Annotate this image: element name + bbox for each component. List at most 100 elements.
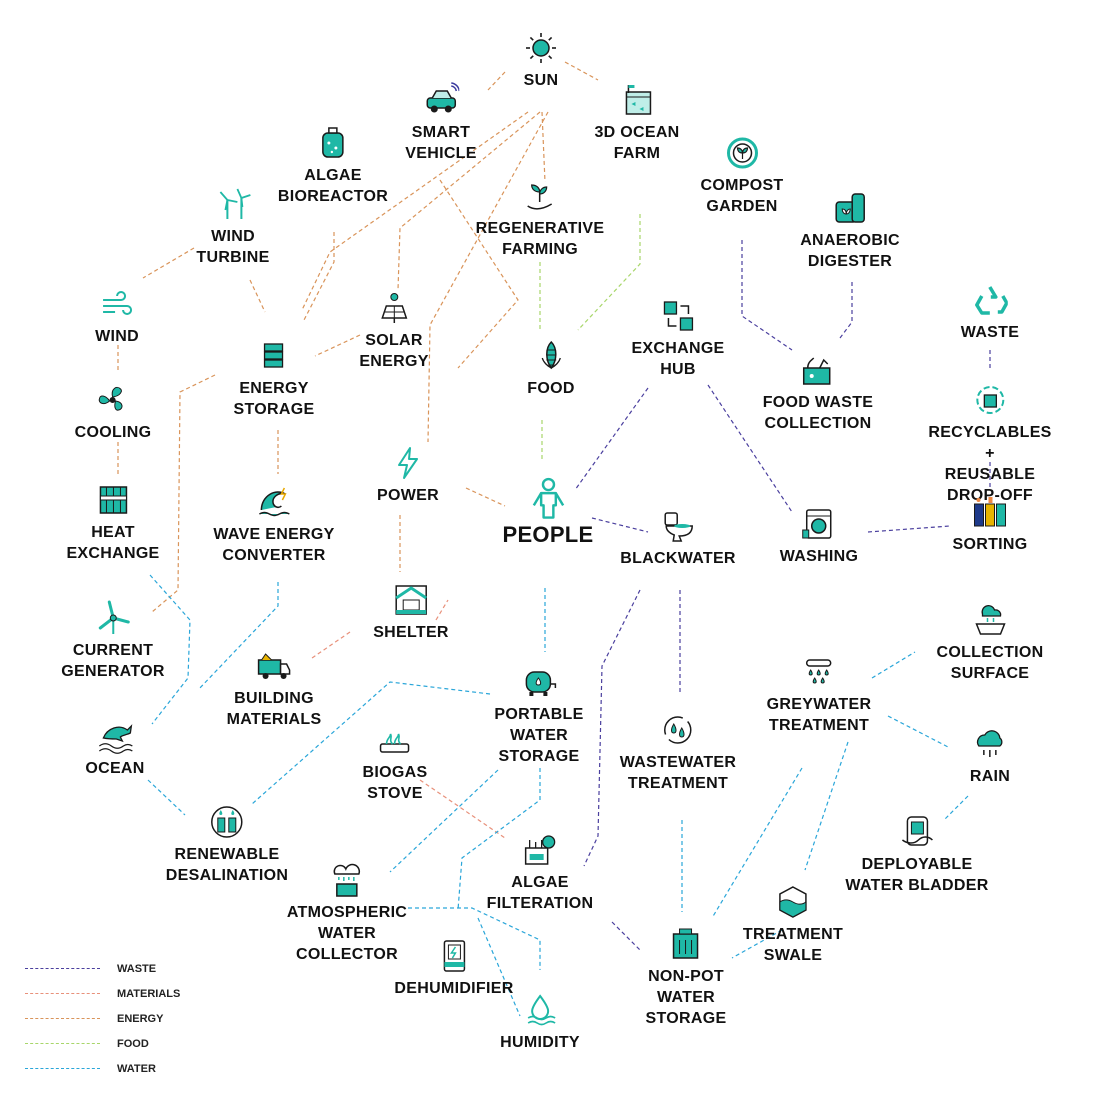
node-sun: SUN [523, 30, 559, 91]
node-nonpot: NON-POT WATER STORAGE [646, 926, 727, 1029]
node-label: SUN [523, 72, 559, 89]
node-solar: SOLAR ENERGY [359, 290, 428, 372]
humidity-icon [522, 992, 558, 1028]
node-label: ENERGY STORAGE [233, 380, 315, 418]
legend-item-water: WATER [25, 1056, 180, 1081]
energy-flow-line [564, 61, 599, 81]
wastewater-icon [660, 712, 696, 748]
node-label: EXCHANGE HUB [631, 340, 725, 378]
node-greywater: GREYWATER TREATMENT [767, 654, 872, 736]
collection-surface-icon [972, 602, 1008, 638]
waste-flow-line [867, 525, 951, 533]
legend-line-energy [25, 1018, 100, 1019]
energy-flow-line [151, 374, 216, 613]
node-power: POWER [377, 445, 439, 506]
energy-flow-line [142, 247, 195, 279]
lightning-icon [390, 445, 426, 481]
solar-panel-icon [376, 290, 412, 326]
node-compost-garden: COMPOST GARDEN [701, 135, 784, 217]
node-label: SHELTER [373, 624, 449, 641]
node-food: FOOD [527, 338, 574, 399]
waste-flow-line [583, 589, 641, 867]
wind-icon [99, 286, 135, 322]
node-label: GREYWATER TREATMENT [766, 696, 872, 734]
node-ocean: OCEAN [85, 718, 144, 779]
node-label: HUMIDITY [500, 1034, 580, 1051]
node-rain: RAIN [970, 726, 1010, 787]
energy-flow-line [314, 334, 361, 357]
node-waste: WASTE [961, 282, 1019, 343]
swale-icon [775, 884, 811, 920]
legend-item-materials: MATERIALS [25, 981, 180, 1006]
materials-flow-line [311, 631, 351, 659]
fan-icon [95, 382, 131, 418]
node-label: NON-POT WATER STORAGE [645, 968, 727, 1027]
node-humidity: HUMIDITY [500, 992, 580, 1053]
node-exchange-hub: EXCHANGE HUB [631, 298, 724, 380]
water-flow-line [477, 917, 521, 1017]
water-flow-line [251, 681, 491, 805]
node-label: TREATMENT SWALE [742, 926, 844, 964]
node-label: OCEAN [85, 760, 145, 777]
energy-flow-line [301, 111, 529, 311]
node-smart-vehicle: SMART VEHICLE [405, 82, 476, 164]
node-swale: TREATMENT SWALE [743, 884, 843, 966]
materials-flow-line [435, 599, 449, 621]
node-label: PEOPLE [502, 522, 594, 547]
bladder-icon [899, 814, 935, 850]
node-algae-filtration: ALGAE FILTERATION [487, 832, 594, 914]
node-regen-farming: REGENERATIVE FARMING [476, 178, 605, 260]
legend-label: FOOD [117, 1037, 149, 1050]
node-label: POWER [377, 487, 439, 504]
node-label: PORTABLE WATER STORAGE [494, 706, 584, 765]
water-flow-line [408, 907, 541, 970]
stove-icon [377, 722, 413, 758]
node-current-generator: CURRENT GENERATOR [61, 600, 164, 682]
node-label: RENEWABLE DESALINATION [165, 846, 289, 884]
water-flow-line [711, 767, 803, 919]
materials-flow-line [419, 779, 506, 839]
node-label: BIOGAS STOVE [362, 764, 428, 802]
water-flow-line [457, 768, 541, 911]
energy-flow-line [487, 71, 506, 91]
compost-icon [724, 135, 760, 171]
legend-line-water [25, 1068, 100, 1069]
greywater-icon [801, 654, 837, 690]
legend-item-food: FOOD [25, 1031, 180, 1056]
node-label: ALGAE FILTERATION [486, 874, 594, 912]
nonpot-tank-icon [668, 926, 704, 962]
water-flow-line [731, 929, 783, 959]
wave-icon [256, 484, 292, 520]
node-label: FOOD WASTE COLLECTION [762, 394, 874, 432]
algae-filter-icon [522, 832, 558, 868]
legend: WASTE MATERIALS ENERGY FOOD WATER [25, 956, 180, 1081]
node-label: COLLECTION SURFACE [936, 644, 1044, 682]
node-recyclables: RECYCLABLES + REUSABLE DROP-OFF [928, 382, 1051, 506]
node-wind: WIND [95, 286, 139, 347]
drop-off-icon [972, 382, 1008, 418]
water-flow-line [149, 574, 191, 725]
food-flow-line [577, 214, 641, 331]
tidal-turbine-icon [95, 600, 131, 636]
house-icon [393, 582, 429, 618]
node-heat-exchange: HEAT EXCHANGE [66, 482, 159, 564]
node-label: SOLAR ENERGY [359, 332, 429, 370]
node-ocean-farm: 3D OCEAN FARM [594, 82, 679, 164]
node-label: 3D OCEAN FARM [594, 124, 680, 162]
node-label: COOLING [74, 424, 152, 441]
node-label: BUILDING MATERIALS [226, 690, 322, 728]
washing-machine-icon [801, 506, 837, 542]
legend-item-waste: WASTE [25, 956, 180, 981]
node-label: BLACKWATER [620, 550, 736, 567]
bins-icon [972, 494, 1008, 530]
waste-flow-line [611, 921, 641, 951]
node-label: WIND [95, 328, 139, 345]
sprout-icon [522, 178, 558, 214]
node-sorting: SORTING [953, 494, 1028, 555]
node-wastewater: WASTEWATER TREATMENT [620, 712, 736, 794]
node-label: ANAEROBIC DIGESTER [800, 232, 900, 270]
digester-icon [832, 190, 868, 226]
node-label: ATMOSPHERIC WATER COLLECTOR [286, 904, 408, 963]
waste-flow-line [741, 240, 793, 351]
